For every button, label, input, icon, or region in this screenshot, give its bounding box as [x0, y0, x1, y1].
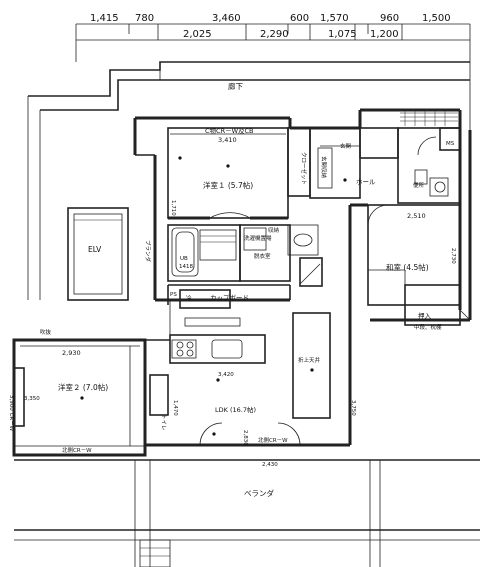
- bedroom1-width: 3,410: [218, 136, 237, 144]
- hall-light: [343, 178, 347, 182]
- japanese-width: 2,510: [407, 212, 426, 220]
- atrium-label: 折上天井: [298, 356, 321, 364]
- atrium: [292, 312, 331, 419]
- dim-second-1: 2,025: [183, 29, 212, 40]
- dim-top-2: 780: [135, 13, 154, 24]
- dim-second-3: 1,075: [328, 29, 357, 40]
- ldk-light-b: [212, 432, 216, 436]
- bath-block: [167, 224, 323, 287]
- bedroom2-height: 3,350: [24, 396, 40, 402]
- bedroom1-light-b: [226, 164, 230, 168]
- ub-size: 1418: [179, 264, 193, 270]
- entrance-area: [309, 110, 461, 204]
- hall-label: ホール: [356, 178, 376, 186]
- dim-top-6: 960: [380, 13, 399, 24]
- tile-pattern: [400, 110, 458, 126]
- ldk-right-dim: 3,750: [350, 400, 356, 416]
- storage-label: 収納: [268, 226, 280, 234]
- ldk-closet: トイレ: [160, 414, 166, 431]
- dim-top-4: 600: [290, 13, 309, 24]
- left-balcony-label: ブランダ: [144, 240, 152, 263]
- bedroom2-light: [80, 396, 84, 400]
- japanese-label: 和室 (4.5帖): [386, 262, 429, 272]
- atrium-light: [310, 368, 314, 372]
- closet-label: クローゼット: [300, 152, 308, 185]
- ldk-closet-box: [149, 374, 169, 416]
- dim-top-7: 1,500: [422, 13, 451, 24]
- eaves-label: 吹抜: [40, 328, 52, 336]
- fridge-label: 冷: [186, 294, 192, 302]
- toilet-label: 便所: [413, 181, 425, 189]
- dim-second-2: 2,290: [260, 29, 289, 40]
- dim-top-3: 3,460: [212, 13, 241, 24]
- veranda: [14, 459, 480, 567]
- toilet-bowl: [434, 181, 446, 193]
- ldk-height: 2,830: [242, 430, 248, 446]
- elevator: [67, 207, 129, 301]
- bedroom2-label: 洋室２ (7.0帖): [58, 382, 108, 392]
- ldk-left-dim: 1,470: [172, 400, 178, 416]
- japanese-height: 2,730: [450, 248, 456, 264]
- shoebox-label: 玄関収納: [320, 156, 328, 179]
- corridor-label: 廊下: [228, 81, 243, 91]
- ldk-label: LDK (16.7帖): [215, 405, 256, 414]
- ldk-width: 3,420: [218, 372, 234, 378]
- ms-label: MS: [446, 141, 455, 147]
- bedroom2-bottom: 北側CR－W: [62, 446, 92, 454]
- ldk-bottom-label: 北側CR－W: [258, 436, 288, 444]
- cupboard-label: カップボード: [210, 294, 249, 302]
- entrance-label: 玄関: [340, 142, 352, 150]
- dim-second-4: 1,200: [370, 29, 399, 40]
- kitchen: [169, 317, 266, 364]
- oshiire-sub: 中段、枕棚: [414, 323, 442, 331]
- bedroom1-label: 洋室１ (5.7帖): [203, 180, 253, 190]
- dim-top-5: 1,570: [320, 13, 349, 24]
- ldk-light-a: [216, 378, 220, 382]
- dimension-lines: [75, 23, 471, 62]
- washroom-label: 脱衣室: [254, 252, 271, 260]
- oshiire-label: 押入: [418, 311, 432, 320]
- building-outline: [27, 61, 471, 300]
- dim-top-1: 1,415: [90, 13, 119, 24]
- bedroom2-width: 2,930: [62, 349, 81, 357]
- veranda-label: ベランダ: [244, 488, 274, 498]
- ldk-bottom-dim: 2,430: [262, 462, 278, 468]
- elv-label: ELV: [88, 245, 102, 254]
- bedroom2-side: 3,900 CR－W: [8, 395, 14, 432]
- bedroom1-light-a: [178, 156, 182, 160]
- bedroom2: 吹抜: [12, 328, 147, 457]
- ldk-walls: [130, 203, 368, 447]
- ps-label: PS: [170, 292, 177, 298]
- japanese-room: [367, 204, 461, 326]
- ub-label: UB: [180, 256, 188, 262]
- bedroom1-height: 1,710: [170, 200, 176, 216]
- bedroom1-storage-label: C物CR－W及CB: [205, 126, 254, 135]
- washer-label: 洗濯機置場: [244, 234, 272, 242]
